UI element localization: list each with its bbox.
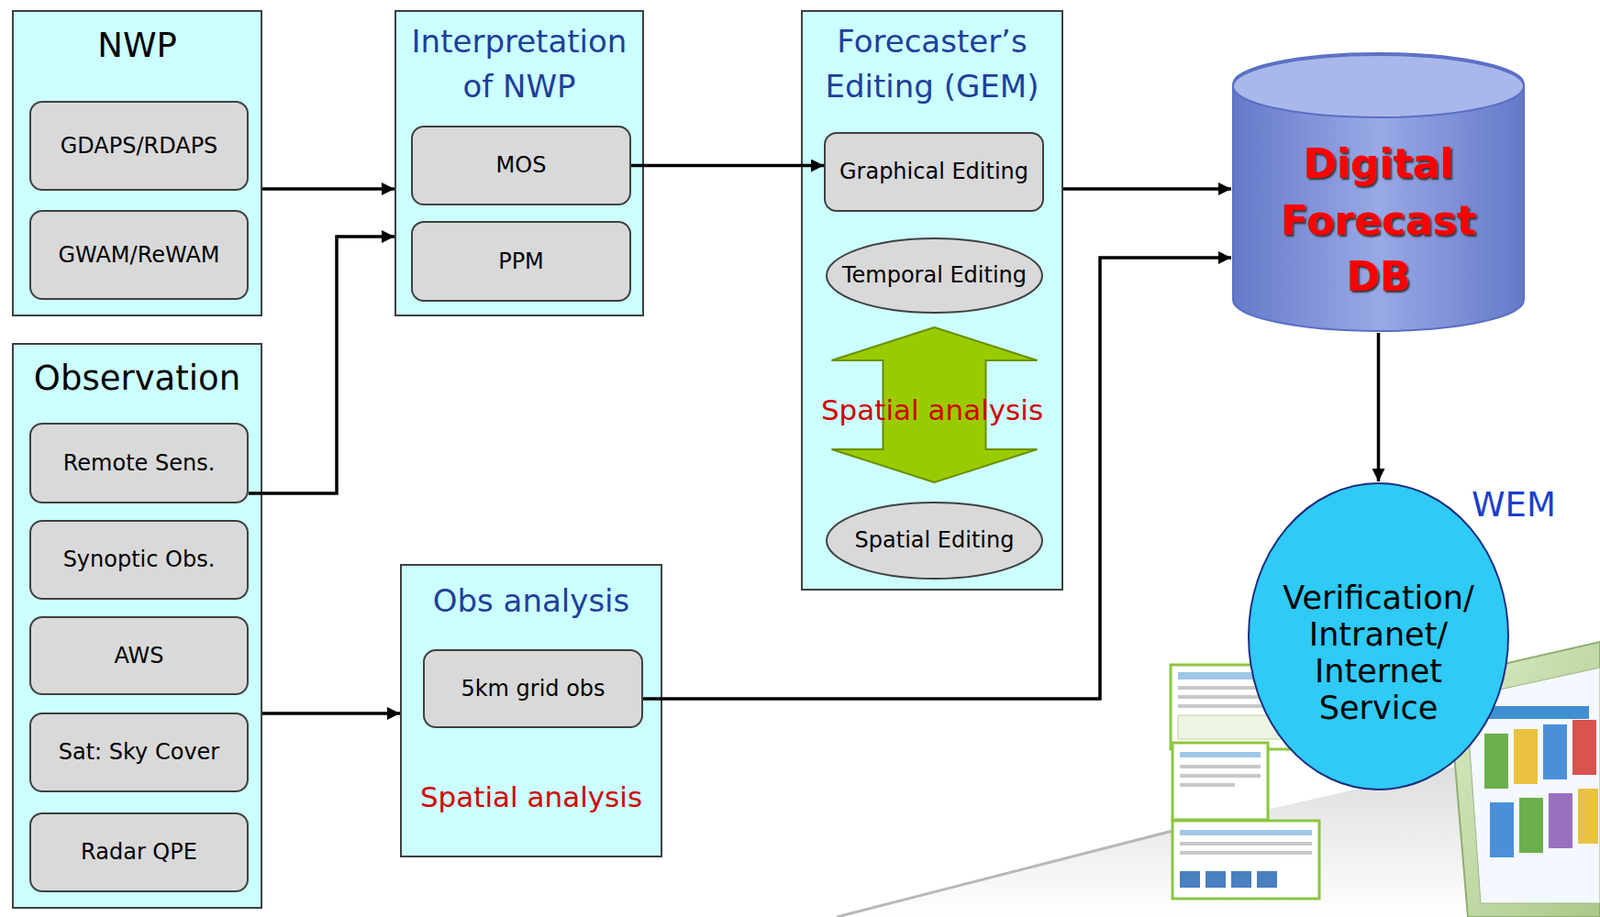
arrow-connector bbox=[643, 257, 1232, 700]
process-box: PPM bbox=[411, 221, 632, 302]
box-label: MOS bbox=[496, 152, 547, 179]
page-line bbox=[1179, 783, 1235, 788]
page-bar bbox=[1179, 752, 1261, 758]
box-label: Remote Sens. bbox=[63, 450, 216, 478]
page-bar bbox=[1179, 830, 1312, 836]
page-icon bbox=[1231, 871, 1252, 889]
process-box: Remote Sens. bbox=[29, 422, 249, 504]
process-box: 5km grid obs bbox=[422, 649, 644, 729]
page-line bbox=[1179, 842, 1312, 846]
group-panel: Obs analysisSpatial analysis 5km grid obs bbox=[400, 564, 663, 858]
ellipse-shape bbox=[1248, 483, 1509, 790]
process-ellipse: Temporal Editing bbox=[824, 236, 1045, 315]
group-panel: ObservationRemote Sens. Synoptic Obs. AWS S… bbox=[11, 343, 263, 910]
box-label: PPM bbox=[498, 248, 545, 276]
screen-tile bbox=[1543, 724, 1567, 780]
screen-tile bbox=[1484, 733, 1509, 789]
arrow-connector bbox=[631, 164, 824, 168]
box-label: 5km grid obs bbox=[460, 676, 605, 703]
arrow-connector bbox=[1063, 187, 1232, 191]
box-label: GWAM/ReWAM bbox=[57, 242, 220, 269]
ellipse-shape bbox=[826, 502, 1043, 579]
db-label: Digital Forecast DB bbox=[1255, 135, 1503, 306]
page-icon bbox=[1179, 871, 1200, 889]
screen-tile bbox=[1577, 788, 1599, 845]
box-label: AWS bbox=[113, 643, 164, 670]
process-box: AWS bbox=[29, 616, 249, 696]
arrow-connector bbox=[1377, 333, 1381, 482]
panel-title: Obs analysis bbox=[401, 578, 661, 624]
box-label: Spatial Editing bbox=[855, 527, 1015, 555]
panel-title: Forecaster’s Editing (GEM) bbox=[802, 19, 1062, 111]
box-label: Sat: Sky Cover bbox=[58, 739, 220, 767]
service-label: Verification/ Intranet/ Internet Service bbox=[1258, 579, 1500, 728]
panel-title: Observation bbox=[13, 357, 261, 400]
process-box: Sat: Sky Cover bbox=[29, 712, 249, 793]
service-heading: WEM bbox=[1471, 485, 1556, 526]
box-label: Graphical Editing bbox=[839, 158, 1029, 186]
group-panel: NWP GDAPS/RDAPS GWAM/ReWAM bbox=[11, 10, 263, 317]
ellipse-shape bbox=[826, 238, 1043, 313]
process-box: Radar QPE bbox=[29, 812, 249, 893]
section-label: Spatial analysis bbox=[401, 778, 661, 816]
screen-tile bbox=[1572, 720, 1597, 776]
panel-title: NWP bbox=[13, 24, 261, 67]
panel-title: Interpretation of NWP bbox=[396, 19, 643, 111]
process-box: MOS bbox=[411, 125, 632, 206]
arrow-connector bbox=[262, 187, 395, 191]
screen-tile bbox=[1519, 798, 1544, 854]
page-line bbox=[1179, 774, 1261, 778]
box-label: Synoptic Obs. bbox=[63, 546, 216, 574]
process-box: Synoptic Obs. bbox=[29, 520, 249, 600]
page-line bbox=[1179, 765, 1261, 769]
screen-tile bbox=[1548, 793, 1573, 849]
box-label: Temporal Editing bbox=[842, 262, 1027, 289]
arrow-connector bbox=[248, 236, 395, 494]
page-line bbox=[1179, 851, 1312, 856]
service-ellipse: WEMVerification/ Intranet/ Internet Serv… bbox=[1246, 481, 1511, 792]
screen-bar bbox=[1478, 706, 1589, 720]
process-box: GWAM/ReWAM bbox=[29, 210, 249, 300]
cylinder-top bbox=[1233, 55, 1524, 118]
document-page bbox=[1172, 743, 1268, 821]
box-label: Radar QPE bbox=[80, 839, 198, 867]
arrow-connector bbox=[262, 711, 400, 716]
process-ellipse: Spatial Editing bbox=[824, 500, 1045, 581]
section-label: Spatial analysis bbox=[802, 391, 1062, 429]
group-panel: Interpretation of NWP MOS PPM bbox=[394, 10, 645, 317]
group-panel: Forecaster’s Editing (GEM) Spatial analys… bbox=[800, 10, 1064, 591]
process-box: GDAPS/RDAPS bbox=[29, 100, 249, 191]
process-box: Graphical Editing bbox=[823, 132, 1045, 212]
page-icon bbox=[1256, 871, 1278, 889]
database-cylinder: Digital Forecast DB bbox=[1231, 53, 1526, 334]
floor-edge bbox=[836, 828, 1184, 917]
screen-tile bbox=[1513, 729, 1538, 785]
box-label: GDAPS/RDAPS bbox=[60, 133, 219, 160]
document-page bbox=[1172, 821, 1320, 900]
cylinder-body bbox=[1233, 53, 1524, 332]
double-arrow bbox=[832, 327, 1038, 483]
page-icon bbox=[1205, 871, 1226, 889]
screen-tile bbox=[1489, 802, 1514, 858]
